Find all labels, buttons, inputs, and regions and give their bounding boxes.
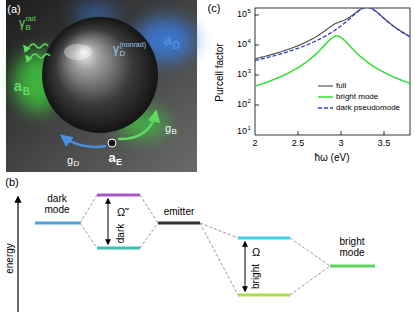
rate-symbol: γ [19, 17, 25, 30]
rate-subscript: B [26, 24, 31, 33]
mode-amplitude: a [14, 78, 22, 95]
nanosphere [42, 17, 158, 133]
mode-subscript: D [173, 40, 180, 51]
splitting-symbol: Ω̃ [117, 206, 125, 218]
tick-exponent: 1 [248, 125, 251, 132]
axis-title: Purcell factor [213, 43, 224, 101]
legend-text: bright mode [336, 93, 378, 102]
legend-text: dark pseudomode [336, 104, 400, 113]
legend-sample [318, 107, 333, 108]
axis-label: energy [4, 243, 15, 274]
panel-label: (b) [5, 176, 18, 188]
splitting-symbol: Ω [252, 246, 260, 258]
coupling-symbol: g [67, 154, 73, 166]
splitting-label: bright [250, 263, 261, 288]
tick-exponent: 3 [248, 68, 251, 75]
rate-symbol: γ [113, 43, 119, 56]
data-curve [255, 8, 410, 59]
emitter-dot [108, 139, 116, 147]
level-label: emitter [164, 206, 195, 217]
splitting-label: dark [115, 223, 126, 242]
rate-superscript: rad [26, 15, 36, 23]
level-diagram [18, 195, 375, 312]
panel-label: (a) [7, 3, 20, 15]
level-label: bright mode [330, 236, 374, 258]
rate-subscript: D [120, 50, 126, 59]
tick-label: 10 [237, 10, 247, 20]
coupling-arrow [62, 136, 106, 147]
coupling-arrow [118, 112, 156, 139]
legend-text: full [336, 82, 346, 91]
emission-wave [26, 54, 50, 58]
level-label: dark mode [40, 193, 74, 215]
tick-label: 2.5 [292, 139, 305, 149]
tick-label: 10 [237, 100, 247, 110]
coupling-subscript: D [74, 160, 80, 169]
photo-panel [6, 0, 197, 172]
data-curve [255, 36, 410, 86]
tick-exponent: 4 [248, 38, 251, 45]
tick-label: 3 [338, 139, 343, 149]
panel-label: (c) [208, 2, 221, 14]
emission-wave [24, 44, 48, 48]
rate-superscript: (nonrad) [120, 41, 146, 49]
tick-label: 3.5 [378, 139, 391, 149]
mode-subscript: B [23, 86, 30, 97]
coupling-symbol: g [165, 122, 171, 134]
tick-exponent: 2 [248, 98, 251, 105]
emitter-amplitude: a [108, 151, 115, 165]
legend-sample [318, 96, 333, 98]
tick-exponent: 5 [248, 8, 251, 15]
mode-amplitude: a [164, 32, 172, 49]
tick-label: 10 [237, 127, 247, 137]
plot-axes [255, 8, 410, 135]
emitter-subscript: E [116, 158, 122, 168]
tick-label: 10 [237, 70, 247, 80]
legend-sample [318, 85, 333, 86]
tick-label: 2 [252, 139, 257, 149]
coupling-subscript: B [172, 128, 177, 137]
tick-label: 10 [237, 40, 247, 50]
axis-title: ħω (eV) [314, 152, 349, 163]
data-curve [255, 8, 410, 61]
